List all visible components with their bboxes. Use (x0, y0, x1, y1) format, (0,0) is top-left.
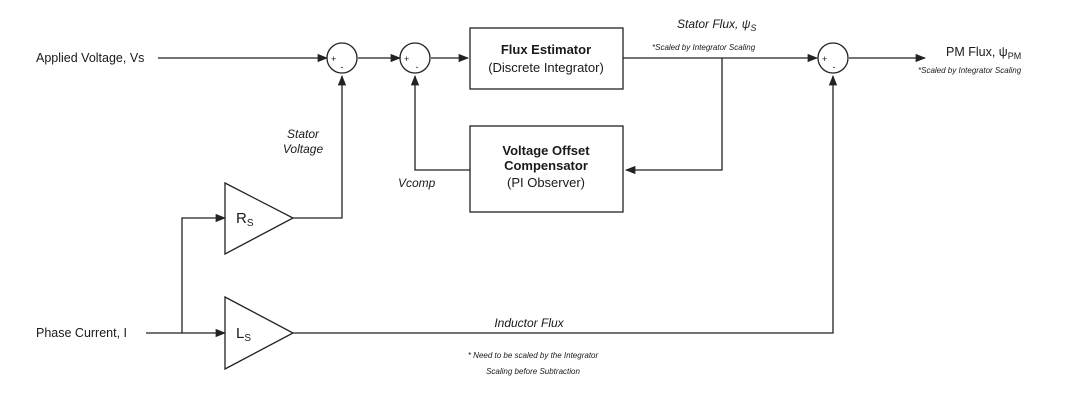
gain-ls-main: L (236, 325, 244, 342)
stator-voltage-label-line1: Stator (287, 127, 320, 141)
summing-junction-1: + - (326, 42, 358, 74)
pm-flux-subscript: PM (1008, 51, 1022, 61)
wire-inductor-flux (293, 74, 838, 334)
gain-rs-main: R (236, 210, 247, 227)
plus-sign: + (331, 54, 336, 64)
minus-sign: - (833, 62, 836, 72)
stator-flux-label: Stator Flux, ψ (677, 17, 751, 31)
flux-estimator-title: Flux Estimator (501, 42, 591, 57)
flux-estimator-block: Flux Estimator (Discrete Integrator) (469, 27, 624, 90)
svg-text:PM Flux, ψPM: PM Flux, ψPM (946, 45, 1021, 61)
inductor-note-line2: Scaling before Subtraction (486, 367, 580, 376)
wire-vcomp (410, 74, 470, 171)
inductor-flux-label: Inductor Flux (494, 316, 564, 330)
voltage-offset-title-line1: Voltage Offset (502, 143, 590, 158)
wire-current-to-rs (181, 213, 227, 333)
svg-text:Stator Flux, ψS: Stator Flux, ψS (677, 17, 756, 33)
gain-rs-sub: S (247, 218, 254, 229)
gain-rs: RS (224, 181, 295, 256)
wire-flux-feedback (624, 58, 723, 175)
summing-junction-3: + - (817, 42, 849, 74)
inductor-note-line1: * Need to be scaled by the Integrator (468, 351, 599, 360)
pm-flux-label: PM Flux, ψ (946, 45, 1008, 59)
plus-sign: + (404, 54, 409, 64)
svg-text:LS: LS (236, 325, 251, 344)
phase-current-label: Phase Current, I (36, 326, 127, 340)
applied-voltage-label: Applied Voltage, Vs (36, 51, 144, 65)
minus-sign: - (341, 62, 344, 72)
stator-voltage-label-line2: Voltage (283, 142, 324, 156)
plus-sign: + (822, 54, 827, 64)
pm-flux-note: *Scaled by Integrator Scaling (918, 66, 1022, 75)
flux-estimator-subtitle: (Discrete Integrator) (488, 60, 604, 75)
voltage-offset-subtitle: (PI Observer) (507, 175, 585, 190)
summing-junction-2: + - (399, 42, 431, 74)
wire-stator-voltage (293, 74, 347, 219)
svg-text:RS: RS (236, 210, 254, 229)
voltage-offset-title-line2: Compensator (504, 158, 588, 173)
gain-ls: LS (224, 295, 295, 371)
vcomp-label: Vcomp (398, 176, 436, 190)
voltage-offset-compensator-block: Voltage Offset Compensator (PI Observer) (469, 125, 624, 213)
stator-flux-subscript: S (750, 23, 756, 33)
gain-ls-sub: S (244, 333, 251, 344)
stator-flux-note: *Scaled by Integrator Scaling (652, 43, 756, 52)
minus-sign: - (416, 62, 419, 72)
signal-wires (146, 53, 927, 338)
